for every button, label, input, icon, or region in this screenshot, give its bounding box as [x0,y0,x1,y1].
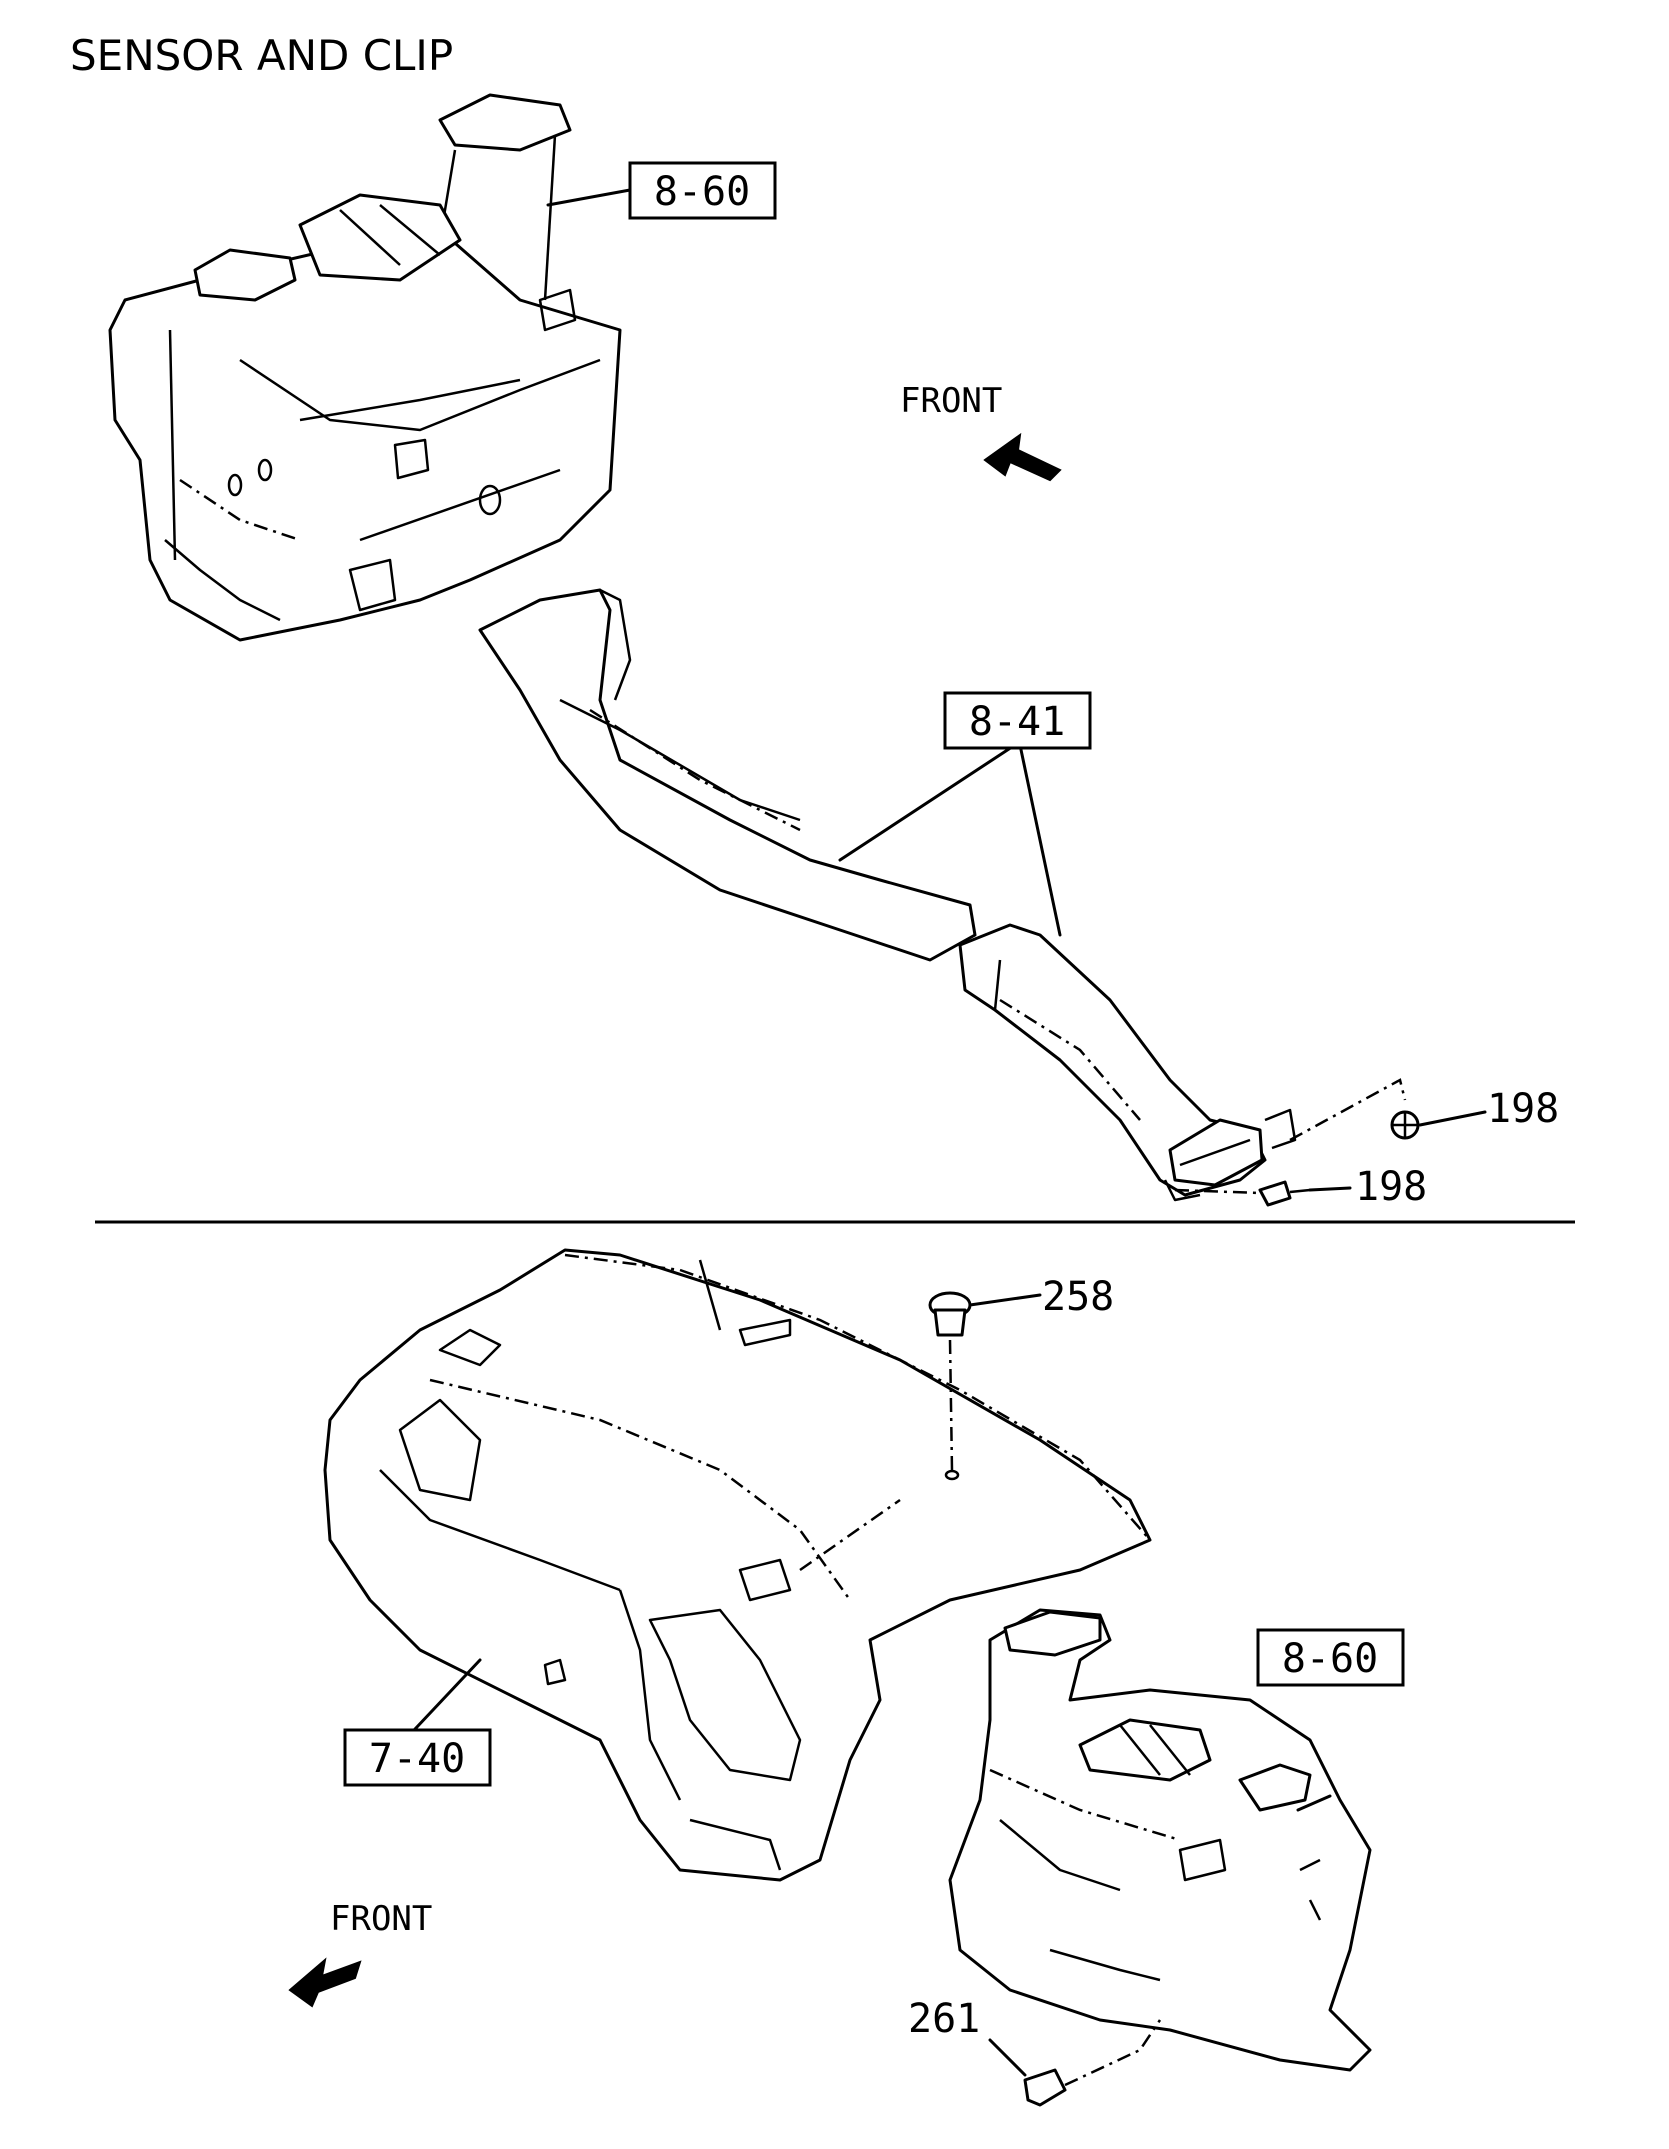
part-258-label: 258 [1042,1274,1114,1320]
part-198-label-b: 198 [1355,1164,1427,1210]
front-label-upper: FRONT [900,381,1002,421]
ref-8-60-top-label: 8-60 [654,169,750,215]
front-arrow-lower-icon [288,1957,362,2008]
duct-8-41 [478,588,1297,1202]
leader-8-60-top [546,188,632,207]
ref-box-7-40: 7-40 [343,1728,492,1787]
heater-unit-lower [948,1608,1372,2072]
ref-box-8-60-top: 8-60 [628,161,777,220]
diagram-title: SENSOR AND CLIP [70,31,453,80]
part-198-label-a: 198 [1487,1086,1559,1132]
part-261-label: 261 [908,1996,980,2042]
ref-7-40-label: 7-40 [369,1736,465,1782]
front-arrow-upper [983,432,1062,482]
ref-box-8-60-bottom: 8-60 [1256,1628,1405,1687]
leader-8-41-b [1018,743,1062,937]
ref-8-41-label: 8-41 [969,699,1065,745]
sensor-258 [928,1291,1042,1481]
clip-198-assembly [1174,1078,1487,1207]
leader-8-41-a [838,743,1017,862]
heater-unit-upper [108,93,622,642]
instrument-panel [323,1248,1152,1882]
ref-box-8-41: 8-41 [943,691,1092,750]
ref-8-60-bottom-label: 8-60 [1282,1636,1378,1682]
front-arrow-upper-icon [983,432,1062,482]
leader-8-60-bottom [1296,1794,1332,1812]
clip-198-bottom-icon [1258,1180,1292,1207]
sensor-261-icon [1023,2068,1067,2107]
sensor-261 [988,2019,1162,2107]
front-label-lower: FRONT [330,1899,432,1939]
